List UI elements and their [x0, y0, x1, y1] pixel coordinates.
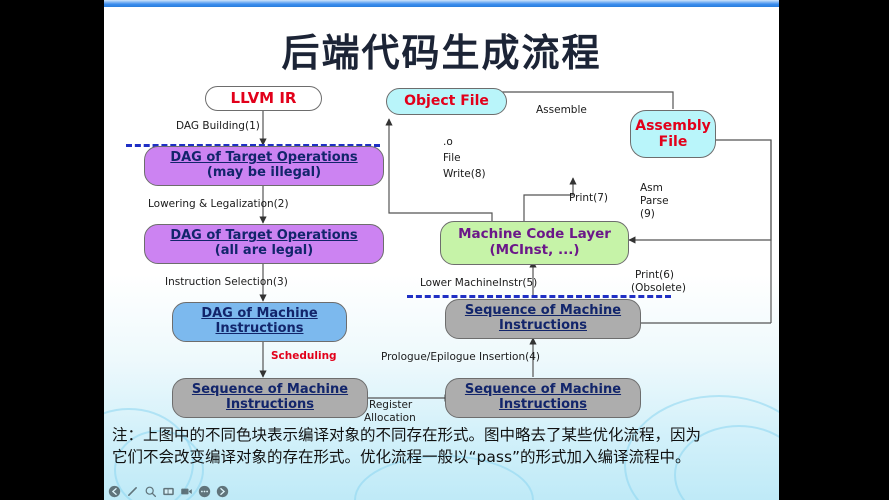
slide-footnote-line-2: 它们不会改变编译对象的存在形式。优化流程一般以“pass”的形式加入编译流程中。	[112, 448, 691, 466]
node-seq-right-line1: Sequence of Machine	[464, 303, 622, 319]
dashed-divider-right	[407, 295, 671, 298]
edge-label-print6-line1: Print(6)	[635, 269, 675, 281]
node-assembly-file-line2: File	[658, 134, 688, 150]
previous-slide-icon[interactable]	[108, 485, 121, 498]
node-dag-target-illegal-line2: (may be illegal)	[206, 165, 322, 180]
slide-top-accent-bar	[104, 0, 779, 7]
edge-label-object-write-line1: .o	[443, 136, 453, 148]
page-title: 后端代码生成流程	[281, 31, 602, 75]
zoom-icon[interactable]	[144, 485, 157, 498]
edge-label-dag-building: DAG Building(1)	[176, 120, 260, 132]
edge-label-asm-parse-line2: Parse	[640, 195, 669, 207]
edge-label-object-write-line2: File	[443, 152, 461, 164]
node-dag-machine-line1: DAG of Machine	[201, 306, 318, 322]
edge-label-assemble: Assemble	[536, 104, 587, 116]
node-assembly-file[interactable]: Assembly File	[630, 110, 716, 158]
node-seq-left-line1: Sequence of Machine	[191, 382, 349, 398]
edge-label-register-allocation-line1: Register	[369, 399, 413, 411]
node-sequence-machine-instructions-bottom-right[interactable]: Sequence of Machine Instructions	[445, 378, 641, 418]
node-llvm-ir-label: LLVM IR	[230, 88, 297, 107]
edge-label-lower-machineinstr: Lower MachineInstr(5)	[420, 277, 538, 289]
edge-label-asm-parse-line1: Asm	[640, 182, 663, 194]
node-dag-machine-line2: Instructions	[215, 321, 304, 336]
node-seq-right-line2: Instructions	[498, 318, 587, 333]
node-machine-code-layer[interactable]: Machine Code Layer (MCInst, ...)	[440, 221, 629, 265]
dashed-divider-left	[126, 144, 380, 147]
node-sequence-machine-instructions-right[interactable]: Sequence of Machine Instructions	[445, 299, 641, 339]
edge-label-object-write-line3: Write(8)	[443, 168, 486, 180]
node-seq-bottom-right-line1: Sequence of Machine	[464, 382, 622, 398]
slide-footnote: 注：上图中的不同色块表示编译对象的不同存在形式。图中略去了某些优化流程，因为 它…	[112, 424, 772, 468]
node-mcl-line1: Machine Code Layer	[458, 226, 611, 243]
edge-label-lowering-legalization: Lowering & Legalization(2)	[148, 198, 289, 210]
node-mcl-line2: (MCInst, ...)	[489, 242, 580, 258]
node-seq-left-line2: Instructions	[225, 397, 314, 412]
edge-label-scheduling: Scheduling	[271, 350, 337, 362]
video-icon[interactable]	[180, 485, 193, 498]
pen-icon[interactable]	[126, 485, 139, 498]
edge-label-print6-line2: (Obsolete)	[631, 282, 686, 294]
next-slide-icon[interactable]	[216, 485, 229, 498]
presentation-toolbar[interactable]	[108, 485, 229, 498]
node-dag-target-legal-line1: DAG of Target Operations	[170, 228, 358, 244]
node-sequence-machine-instructions-left[interactable]: Sequence of Machine Instructions	[172, 378, 368, 418]
node-seq-bottom-right-line2: Instructions	[498, 397, 587, 412]
edge-label-print7: Print(7)	[569, 192, 609, 204]
slide-view-icon[interactable]	[162, 485, 175, 498]
node-dag-target-legal-line2: (all are legal)	[214, 243, 314, 258]
node-llvm-ir[interactable]: LLVM IR	[205, 86, 322, 111]
node-dag-target-operations-illegal[interactable]: DAG of Target Operations (may be illegal…	[144, 146, 384, 186]
edge-label-asm-parse-line3: (9)	[640, 208, 655, 220]
node-assembly-file-line1: Assembly	[635, 117, 711, 134]
backend-codegen-flow-diagram: LLVM IR DAG of Target Operations (may be…	[104, 80, 779, 424]
edge-label-register-allocation-line2: Allocation	[364, 412, 416, 424]
slide-footnote-line-1: 注：上图中的不同色块表示编译对象的不同存在形式。图中略去了某些优化流程，因为	[112, 426, 702, 444]
edge-label-prologue-epilogue: Prologue/Epilogue Insertion(4)	[381, 351, 540, 363]
node-object-file[interactable]: Object File	[386, 88, 507, 115]
slide-canvas: 后端代码生成流程	[104, 0, 779, 500]
node-dag-target-operations-legal[interactable]: DAG of Target Operations (all are legal)	[144, 224, 384, 264]
more-options-icon[interactable]	[198, 485, 211, 498]
edge-label-instruction-selection: Instruction Selection(3)	[165, 276, 288, 288]
node-object-file-label: Object File	[404, 93, 489, 110]
node-dag-target-illegal-line1: DAG of Target Operations	[170, 150, 358, 166]
node-dag-of-machine-instructions[interactable]: DAG of Machine Instructions	[172, 302, 347, 342]
